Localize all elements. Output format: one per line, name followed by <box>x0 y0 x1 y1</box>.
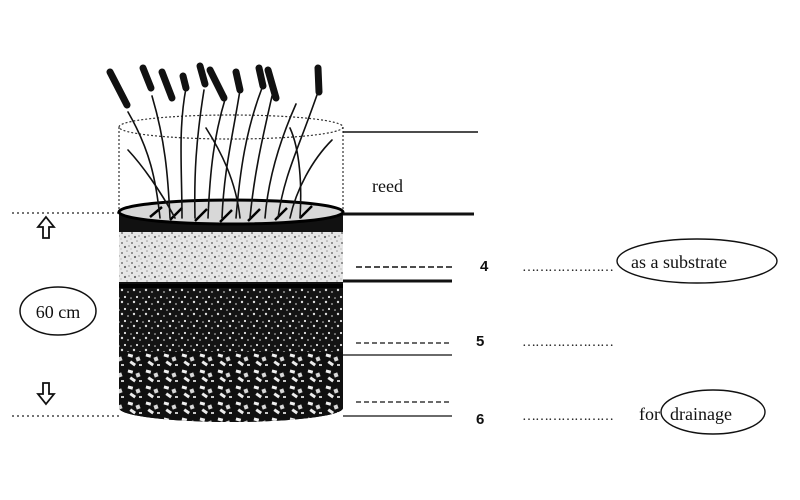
reed-plants <box>106 62 333 219</box>
question-5-number: 5 <box>476 333 484 350</box>
height-ellipse <box>19 286 97 336</box>
coarse-gravel-layer <box>119 352 343 422</box>
question-6-number: 6 <box>476 411 484 428</box>
drainage-prefix-label: for <box>639 404 660 424</box>
up-arrow-icon <box>36 215 56 239</box>
question-4-number: 4 <box>480 258 489 275</box>
down-arrow-icon <box>36 382 56 406</box>
drainage-label: drainage <box>670 404 732 424</box>
height-label: 60 cm <box>36 302 81 322</box>
sand-layer <box>119 232 343 282</box>
container-upper-outline <box>118 114 344 212</box>
question-6-blank[interactable]: ………………… <box>522 409 614 424</box>
question-5-blank[interactable]: ………………… <box>522 335 614 350</box>
question-4-blank[interactable]: ………………… <box>522 260 614 275</box>
container-body <box>119 212 343 422</box>
reed-label: reed <box>372 176 403 196</box>
substrate-label: as a substrate <box>631 252 727 272</box>
rim-hatching <box>149 205 313 223</box>
substrate-ellipse <box>616 238 778 284</box>
leader-lines <box>343 212 474 417</box>
drainage-ellipse <box>660 389 766 435</box>
fine-gravel-layer <box>119 288 343 352</box>
